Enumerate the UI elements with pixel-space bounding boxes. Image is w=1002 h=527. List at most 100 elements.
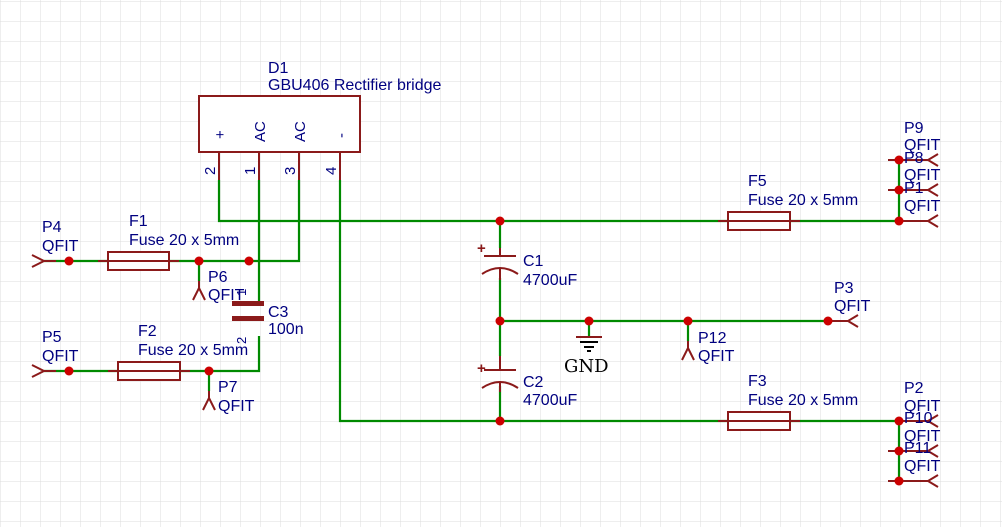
gnd-label: GND bbox=[564, 356, 609, 377]
junction-dot bbox=[495, 416, 505, 426]
junction-dot bbox=[64, 366, 74, 376]
p4-reference: P4 bbox=[42, 219, 62, 236]
d1-value: GBU406 Rectifier bridge bbox=[268, 77, 442, 94]
p2-value: QFIT bbox=[904, 398, 941, 415]
p3-value: QFIT bbox=[834, 298, 871, 315]
p10-value: QFIT bbox=[904, 428, 941, 445]
d1-pin-number-4: 4 bbox=[323, 167, 340, 175]
junction-dot bbox=[683, 316, 693, 326]
junction-dot bbox=[64, 256, 74, 266]
c1-polarity-mark: + bbox=[477, 240, 486, 257]
p5-tab-icon bbox=[31, 364, 56, 378]
f2-fuse[interactable]: F2 Fuse 20 x 5mm bbox=[108, 323, 248, 381]
p1-tab-icon bbox=[899, 214, 939, 228]
d1-bridge-rectifier[interactable]: D1 GBU406 Rectifier bridge + AC AC - 2 1… bbox=[198, 60, 442, 180]
f1-reference: F1 bbox=[129, 213, 148, 230]
c3-pin-number-2: 2 bbox=[234, 337, 249, 344]
c3-plate-bottom bbox=[232, 316, 264, 321]
p12-value: QFIT bbox=[698, 348, 735, 365]
c1-value: 4700uF bbox=[523, 272, 577, 289]
c2-electrolytic-capacitor[interactable]: + C2 4700uF bbox=[477, 356, 577, 409]
p11-value: QFIT bbox=[904, 458, 941, 475]
f3-reference: F3 bbox=[748, 373, 767, 390]
c1-electrolytic-capacitor[interactable]: + C1 4700uF bbox=[477, 240, 577, 289]
wire-positive-rail[interactable] bbox=[217, 180, 728, 223]
p3-reference: P3 bbox=[834, 280, 854, 297]
p7-value: QFIT bbox=[218, 398, 255, 415]
c3-value: 100n bbox=[268, 321, 304, 338]
p7-connector[interactable]: P7 QFIT bbox=[202, 379, 255, 415]
p10-reference: P10 bbox=[904, 410, 933, 427]
d1-body bbox=[198, 95, 361, 153]
p1-connector[interactable]: P1 QFIT bbox=[899, 180, 941, 228]
junctions bbox=[64, 155, 904, 486]
p5-reference: P5 bbox=[42, 329, 62, 346]
f5-fuse[interactable]: F5 Fuse 20 x 5mm bbox=[718, 173, 858, 231]
junction-dot bbox=[894, 476, 904, 486]
wire-ac3[interactable] bbox=[169, 180, 301, 263]
d1-pin-number-2: 2 bbox=[202, 167, 219, 175]
junction-dot bbox=[244, 256, 254, 266]
p4-tab-icon bbox=[31, 254, 56, 268]
f2-reference: F2 bbox=[138, 323, 157, 340]
p1-value: QFIT bbox=[904, 198, 941, 215]
p7-reference: P7 bbox=[218, 379, 238, 396]
p12-tab-icon bbox=[681, 341, 695, 361]
junction-dot bbox=[584, 316, 594, 326]
c3-reference: C3 bbox=[268, 304, 289, 321]
p12-reference: P12 bbox=[698, 330, 727, 347]
f2-value: Fuse 20 x 5mm bbox=[138, 342, 248, 359]
d1-pin-name-minus: - bbox=[333, 133, 350, 138]
f3-value: Fuse 20 x 5mm bbox=[748, 392, 858, 409]
d1-pin-name-plus: + bbox=[212, 130, 229, 139]
f1-fuse[interactable]: F1 Fuse 20 x 5mm bbox=[98, 213, 239, 271]
p2-tab-icon bbox=[899, 414, 939, 428]
c1-reference: C1 bbox=[523, 253, 544, 270]
junction-dot bbox=[894, 446, 904, 456]
d1-pin-name-ac2: AC bbox=[292, 121, 309, 142]
p11-connector[interactable]: P11 QFIT bbox=[888, 440, 941, 488]
p6-value: QFIT bbox=[208, 287, 245, 304]
junction-dot bbox=[894, 155, 904, 165]
p6-connector[interactable]: P6 QFIT bbox=[192, 269, 245, 304]
f1-value: Fuse 20 x 5mm bbox=[129, 232, 239, 249]
f3-fuse[interactable]: F3 Fuse 20 x 5mm bbox=[718, 373, 858, 431]
f5-reference: F5 bbox=[748, 173, 767, 190]
d1-pin-number-3: 3 bbox=[282, 167, 299, 175]
d1-reference: D1 bbox=[268, 60, 289, 77]
d1-pin-number-1: 1 bbox=[242, 167, 259, 175]
d1-pin-name-ac1: AC bbox=[252, 121, 269, 142]
junction-dot bbox=[894, 216, 904, 226]
c3-pin-number-1: 1 bbox=[234, 289, 249, 296]
p6-tab-icon bbox=[192, 281, 206, 301]
junction-dot bbox=[495, 216, 505, 226]
junction-dot bbox=[194, 256, 204, 266]
c2-polarity-mark: + bbox=[477, 360, 486, 377]
p8-reference: P8 bbox=[904, 150, 924, 167]
p9-connector[interactable]: P9 QFIT bbox=[888, 120, 941, 167]
c3-capacitor[interactable]: 1 2 C3 100n bbox=[232, 289, 304, 344]
p11-reference: P11 bbox=[904, 440, 931, 457]
junction-dot bbox=[495, 316, 505, 326]
p9-reference: P9 bbox=[904, 120, 924, 137]
p6-reference: P6 bbox=[208, 269, 228, 286]
f5-value: Fuse 20 x 5mm bbox=[748, 192, 858, 209]
p12-connector[interactable]: P12 QFIT bbox=[681, 330, 735, 365]
c2-value: 4700uF bbox=[523, 392, 577, 409]
p5-value: QFIT bbox=[42, 348, 79, 365]
junction-dot bbox=[204, 366, 214, 376]
junction-dot bbox=[894, 185, 904, 195]
p5-connector[interactable]: P5 QFIT bbox=[31, 329, 79, 378]
wire-negative-rail[interactable] bbox=[338, 180, 728, 423]
p4-connector[interactable]: P4 QFIT bbox=[31, 219, 79, 268]
p3-connector[interactable]: P3 QFIT bbox=[828, 280, 871, 328]
c2-reference: C2 bbox=[523, 374, 544, 391]
p2-reference: P2 bbox=[904, 380, 924, 397]
gnd-symbol[interactable]: GND bbox=[564, 336, 609, 377]
junction-dot bbox=[894, 416, 904, 426]
p9-value: QFIT bbox=[904, 137, 941, 154]
p2-connector[interactable]: P2 QFIT bbox=[899, 380, 941, 428]
p4-value: QFIT bbox=[42, 238, 79, 255]
junction-dot bbox=[823, 316, 833, 326]
